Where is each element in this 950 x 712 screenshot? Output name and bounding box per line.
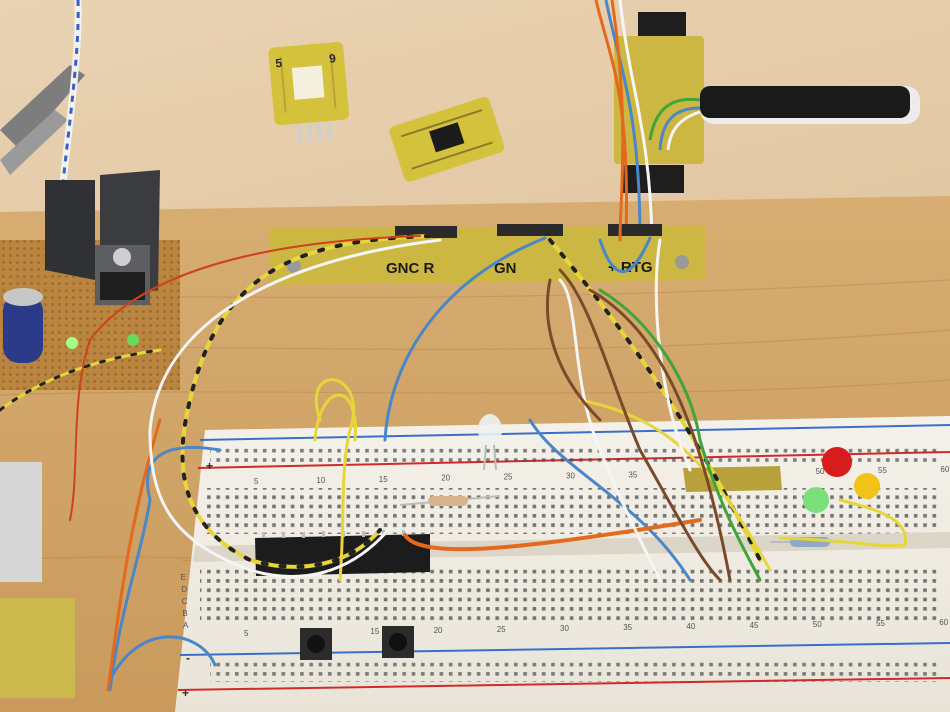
pliers-icon (0, 65, 85, 150)
row-letter: C (182, 597, 188, 606)
row-letter: E (181, 573, 186, 582)
column-number: 25 (497, 625, 506, 634)
sensor-module (683, 466, 782, 492)
column-number: 35 (628, 470, 637, 479)
column-number: 55 (878, 466, 887, 475)
ic-chip-icon (429, 122, 465, 153)
column-number: 40 (686, 622, 695, 631)
soic-adapter-board-2 (389, 97, 505, 182)
led-icon (822, 447, 852, 477)
column-number: 50 (816, 467, 825, 476)
led-icon (803, 487, 829, 513)
column-number: 30 (560, 624, 569, 633)
loose-pcb (0, 598, 75, 698)
column-number: 15 (379, 475, 388, 484)
row-letter: D (181, 585, 187, 594)
column-number: 60 (940, 465, 949, 474)
cable-connector-board (594, 0, 920, 241)
pushbutton-icon (300, 628, 332, 660)
rail-plus-top: + (206, 459, 213, 473)
header-label-left: GNC R (386, 260, 435, 277)
pliers-jaw-icon (0, 110, 68, 175)
column-number: 5 (254, 477, 259, 486)
led-icon (478, 414, 502, 471)
column-number: 55 (876, 619, 885, 628)
row-letter: B (182, 609, 187, 618)
column-number: 20 (441, 474, 450, 483)
side-module (0, 462, 42, 582)
column-number: 50 (813, 620, 822, 629)
column-number: 30 (566, 472, 575, 481)
adapter-label-b: 9 (329, 51, 337, 66)
column-number: 35 (623, 623, 632, 632)
heat-shrink (700, 86, 910, 118)
rail-minus-bottom: - (186, 651, 190, 665)
led-icon (66, 337, 78, 349)
voltage-regulator-icon (45, 170, 160, 305)
rail-plus-bottom: + (182, 686, 189, 700)
adapter-label-a: 5 (275, 56, 283, 71)
column-number: 5 (244, 629, 249, 638)
header-strip-board: GNC R GN + RTG (270, 224, 705, 285)
column-number: 45 (750, 621, 759, 630)
column-number: 60 (939, 618, 948, 627)
capacitor-icon (3, 288, 43, 363)
pushbutton-icon (382, 626, 414, 658)
jumper-wires (0, 0, 907, 692)
header-label-middle: GN (494, 260, 517, 277)
led-icon (854, 473, 880, 499)
resistor-icon (399, 495, 501, 506)
column-number: 15 (370, 627, 379, 636)
led-icon (127, 334, 139, 346)
column-number: 25 (504, 473, 513, 482)
column-number: 10 (316, 476, 325, 485)
column-number: 20 (434, 626, 443, 635)
row-letter: A (183, 621, 189, 630)
soic-adapter-board-1: 5 9 (268, 41, 350, 144)
